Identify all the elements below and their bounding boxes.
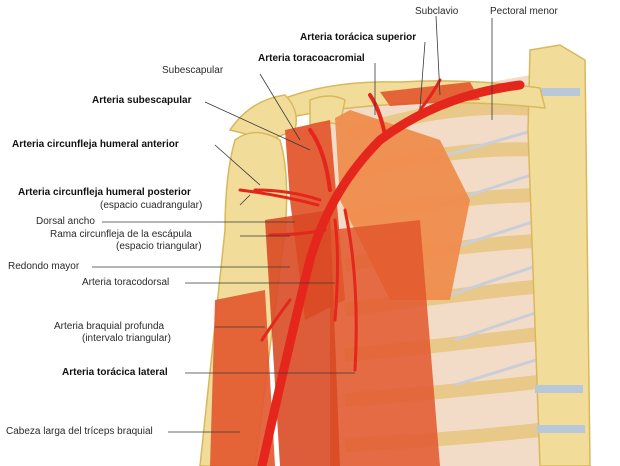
profunda-brachii-artery	[260, 298, 292, 342]
vertebra-disc-1	[532, 88, 580, 96]
leader-circunfleja-anterior	[214, 144, 261, 186]
axillary-artery	[257, 80, 525, 466]
label-cabeza-larga-triceps: Cabeza larga del tríceps braquial	[6, 426, 153, 437]
leader-subescapular	[259, 73, 301, 141]
label-arteria-toracica-lateral: Arteria torácica lateral	[62, 367, 168, 378]
label-espacio-triangular: (espacio triangular)	[116, 241, 202, 252]
posterior-circumflex-artery	[238, 188, 320, 207]
label-subclavio: Subclavio	[415, 6, 459, 17]
label-arteria-braquial-profunda: Arteria braquial profunda	[54, 321, 165, 332]
leader-circunfleja-posterior	[239, 194, 251, 206]
label-arteria-toracoacromial: Arteria toracoacromial	[258, 53, 365, 64]
label-dorsal-ancho: Dorsal ancho	[36, 216, 95, 227]
label-redondo-mayor: Redondo mayor	[8, 261, 80, 272]
anterior-circumflex-artery	[253, 188, 322, 202]
latissimus-muscle	[265, 210, 340, 466]
label-arteria-circunfleja-humeral-posterior: Arteria circunfleja humeral posterior	[18, 187, 191, 198]
label-pectoral-menor: Pectoral menor	[490, 6, 558, 17]
superior-thoracic-artery	[418, 78, 442, 112]
leader-toracica-superior	[419, 41, 426, 109]
serratus-muscle	[330, 220, 440, 466]
label-subescapular: Subescapular	[162, 65, 224, 76]
lateral-thoracic-artery	[343, 208, 358, 372]
arteries	[238, 78, 525, 466]
sternum	[527, 44, 591, 466]
label-arteria-subescapular: Arteria subescapular	[92, 95, 192, 106]
label-rama-circunfleja-escapula: Rama circunfleja de la escápula	[50, 229, 192, 240]
vertebra-disc-2	[535, 385, 583, 393]
thoracoacromial-artery	[368, 93, 387, 137]
triceps-long-head	[210, 290, 275, 466]
thoracodorsal-artery	[333, 218, 339, 322]
leader-arteria-subescapular	[204, 101, 311, 151]
leader-subclavio	[435, 15, 441, 96]
label-arteria-circunfleja-humeral-anterior: Arteria circunfleja humeral anterior	[12, 139, 179, 150]
leader-lines	[92, 15, 493, 433]
intercostal-3	[444, 216, 546, 252]
intercostal-4	[449, 260, 549, 297]
subscapular-artery	[308, 128, 332, 192]
label-arteria-toracica-superior: Arteria torácica superior	[300, 32, 417, 43]
label-arteria-toracodorsal: Arteria toracodorsal	[82, 277, 170, 288]
label-espacio-cuadrangular: (espacio cuadrangular)	[100, 200, 203, 211]
sternum-body	[527, 44, 591, 466]
vertebra-disc-3	[537, 425, 585, 433]
label-intervalo-triangular: (intervalo triangular)	[82, 333, 171, 344]
circumflex-scapular-branch	[268, 228, 327, 237]
